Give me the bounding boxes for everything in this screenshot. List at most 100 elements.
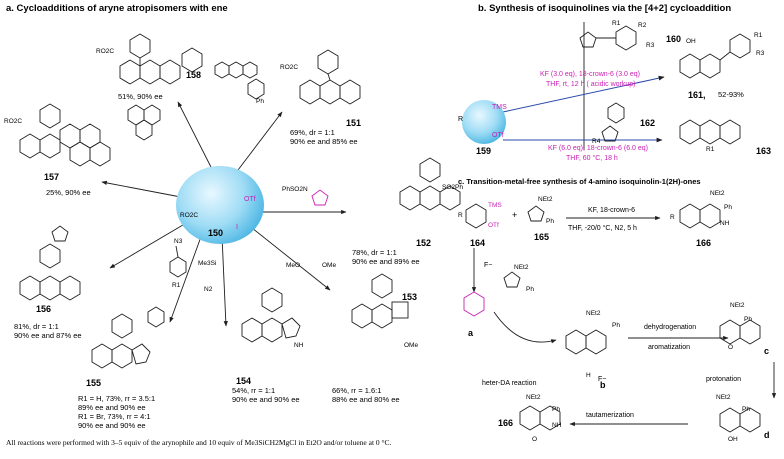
product-155-structure (91, 306, 165, 369)
o-label-c: O (728, 344, 734, 351)
nh-label-final: NH (552, 422, 562, 429)
intermediate-c-structure (719, 319, 761, 345)
product-152-structure (399, 157, 461, 211)
panel-a-footnote: All reactions were performed with 3–5 eq… (6, 438, 392, 447)
oxazole-165-structure (527, 205, 545, 222)
otf-label: OTf (244, 196, 256, 203)
r4-label-162: R4 (592, 138, 601, 145)
ph-label-reagent-151: Ph (256, 98, 264, 105)
otf-label-164: OTf (488, 222, 499, 229)
product-161-structure (679, 33, 751, 79)
intermediate-c-label: c (764, 346, 770, 356)
r-label-164: R (458, 212, 463, 219)
product-163-structure (679, 119, 741, 145)
pyrrole-reagent-label: PhSO2N (282, 186, 308, 193)
oxazole-mech-structure (503, 271, 521, 288)
r-label-166: R (670, 214, 675, 221)
intermediate-d-label: d (764, 430, 770, 440)
nh-label-154: NH (294, 342, 304, 349)
aryne-intermediate-a (463, 291, 485, 317)
ome-label-153: OMe (404, 342, 419, 349)
product-151-structure (299, 49, 361, 105)
compound-152-label: 152 (416, 238, 432, 248)
so2ph-label: SO2Ph (442, 184, 463, 191)
plus-sign: + (512, 210, 518, 220)
compound-154-yield: 54%, rr = 1:1 90% ee and 90% ee (232, 386, 300, 404)
aromatization-label: aromatization (648, 344, 691, 351)
panel-c-title: c. Transition-metal-free synthesis of 4-… (458, 177, 701, 186)
oxazole-aryl-reagent-160 (579, 25, 637, 51)
compound-150-label: 150 (208, 228, 224, 238)
compound-161-label: 161, (688, 90, 706, 100)
product-154-structure (241, 287, 301, 343)
oh-label-161: OH (686, 38, 696, 45)
center-compound-sphere (176, 166, 264, 244)
protonation-label: protonation (706, 376, 742, 383)
fluoride-label: F− (484, 262, 493, 269)
compound-154-label: 154 (236, 376, 252, 386)
net2-label-166: NEt2 (710, 190, 725, 197)
panel-b-top-conditions-1: KF (3.0 eq), 18-crown-6 (3.0 eq) (540, 71, 640, 78)
panel-b-bottom-conditions-2: THF, 60 °C, 18 h (566, 155, 618, 162)
ester-label-158: RO2C (96, 48, 115, 55)
compound-153-yield: 66%, rr = 1.6:1 88% ee and 80% ee (332, 386, 400, 404)
ph-label-mech: Ph (526, 286, 534, 293)
compound-151-label: 151 (346, 118, 362, 128)
net2-label-d: NEt2 (716, 394, 731, 401)
otf-label-159: OTf (492, 132, 504, 139)
compound-157-label: 157 (44, 172, 60, 182)
compound-152-yield: 78%, dr = 1:1 90% ee and 89% ee (352, 248, 420, 266)
compound-163-label: 163 (756, 146, 772, 156)
compound-156-yield: 81%, dr = 1:1 90% ee and 87% ee (14, 322, 82, 340)
sm-164-structure (465, 203, 487, 229)
intermediate-b-structure (565, 329, 607, 355)
compound-161-yield: 52-93% (718, 90, 744, 99)
ph-label-c: Ph (744, 316, 752, 323)
panel-c-top-conditions-1: KF, 18-crown-6 (588, 207, 636, 214)
compound-156-label: 156 (36, 304, 52, 314)
compound-164-label: 164 (470, 238, 486, 248)
ph-label-d: Ph (742, 406, 750, 413)
isobenzofuran-reagent (247, 78, 265, 100)
panel-b-arrows (502, 75, 665, 143)
nh-label-166: NH (720, 220, 730, 227)
net2-label-mech: NEt2 (514, 264, 529, 271)
compound-155-label: 155 (86, 378, 102, 388)
panel-a-arrows (101, 101, 347, 327)
compound-162-label: 162 (640, 118, 656, 128)
compound-155-yield: R1 = H, 73%, rr = 3.5:1 89% ee and 90% e… (78, 394, 156, 430)
compound-160-label: 160 (666, 34, 682, 44)
hetero-da-label: heter-DA reaction (482, 380, 537, 387)
panel-b-bottom-conditions-1: KF (6.0 eq), 18-crown-6 (6.0 eq) (548, 145, 648, 152)
compound-153-label: 153 (402, 292, 418, 302)
compound-158-yield: 51%, 90% ee (118, 92, 163, 101)
panel-c-arrows (471, 215, 777, 427)
pyrene-reagent (127, 104, 161, 141)
n2-label: N2 (204, 286, 213, 293)
anthracene-reagent (214, 61, 258, 79)
r3-label-161: R3 (756, 50, 765, 57)
compound-158-label: 158 (186, 70, 202, 80)
azide-n3-label: N3 (174, 238, 183, 245)
panel-a-title: a. Cycloadditions of aryne atropisomers … (6, 3, 228, 14)
r2-label-160: R2 (638, 22, 647, 29)
dehydrogenation-label: dehydrogenation (644, 324, 697, 331)
compound-166-final-label: 166 (498, 418, 514, 428)
oxazole-reagent-162 (601, 102, 625, 142)
tms-label-159: TMS (492, 104, 507, 111)
ph-label-166: Ph (724, 204, 732, 211)
net2-label-c: NEt2 (730, 302, 745, 309)
compound-159-label: 159 (476, 146, 492, 156)
panel-b-title: b. Synthesis of isoquinolines via the [4… (478, 3, 732, 14)
net2-label-b: NEt2 (586, 310, 601, 317)
intermediate-d-structure (719, 407, 761, 433)
ester-label-150: RO2C (180, 212, 199, 219)
o-label-final: O (532, 436, 538, 443)
h-label-b: H (586, 372, 591, 379)
product-166-final-structure (519, 405, 561, 431)
intermediate-a-label: a (468, 328, 474, 338)
compound-151-yield: 69%, dr = 1:1 90% ee and 85% ee (290, 128, 358, 146)
net2-label-final: NEt2 (526, 394, 541, 401)
ph-label-final: Ph (552, 406, 560, 413)
product-153-structure (351, 273, 409, 329)
